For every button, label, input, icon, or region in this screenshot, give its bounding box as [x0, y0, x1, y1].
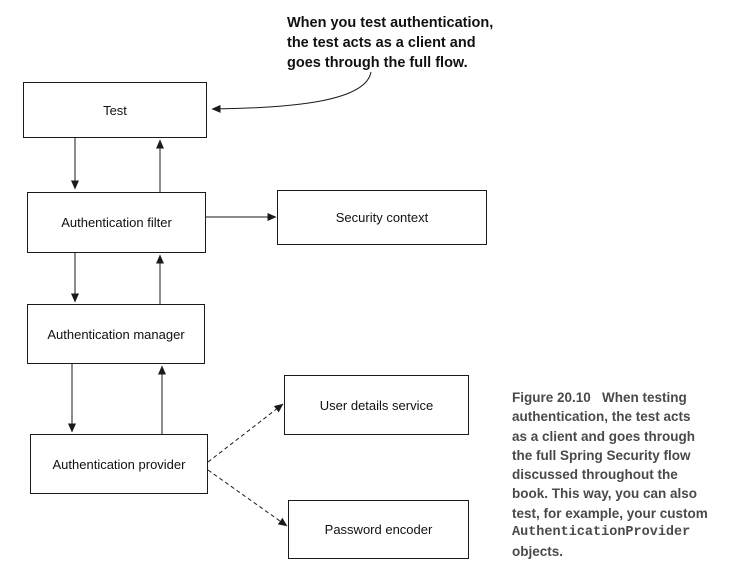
authentication-filter-box: Authentication filter — [27, 192, 206, 253]
test-box: Test — [23, 82, 207, 138]
caption-line-3: as a client and goes through — [512, 428, 696, 444]
security-context-box: Security context — [277, 190, 487, 245]
caption-line-2: authentication, the test acts — [512, 409, 691, 425]
authentication-filter-label: Authentication filter — [61, 215, 172, 230]
caption-line-4: the full Spring Security flow — [512, 447, 691, 463]
callout-line-2: the test acts as a client and — [287, 35, 476, 51]
password-encoder-label: Password encoder — [324, 522, 433, 537]
callout-line-1: When you test authentication, — [287, 15, 494, 31]
figure-caption: Figure 20.10 When testing authentication… — [512, 388, 708, 562]
authentication-manager-label: Authentication manager — [47, 326, 185, 342]
callout-arrow — [211, 71, 372, 113]
user-details-service-box: User details service — [284, 375, 469, 435]
caption-line-7: test, for example, your custom — [512, 505, 708, 521]
arrow-provider-to-encoder — [207, 469, 288, 527]
callout-text: When you test authentication, the test a… — [287, 13, 493, 73]
password-encoder-box: Password encoder — [288, 500, 469, 559]
caption-line-6: book. This way, you can also — [512, 486, 698, 502]
arrow-provider-to-user-details — [207, 403, 284, 463]
user-details-service-label: User details service — [319, 397, 434, 413]
callout-line-3: goes through the full flow. — [287, 55, 468, 71]
security-context-label: Security context — [335, 210, 429, 225]
caption-code-authentication-provider: AuthenticationProvider — [512, 525, 691, 541]
caption-line-1: Figure 20.10 When testing — [512, 390, 687, 405]
authentication-manager-box: Authentication manager — [27, 304, 205, 364]
test-label: Test — [103, 102, 127, 118]
caption-line-9: objects. — [512, 544, 564, 560]
caption-line-5: discussed throughout the — [512, 467, 678, 483]
authentication-provider-label: Authentication provider — [52, 456, 186, 472]
authentication-provider-box: Authentication provider — [30, 434, 208, 494]
